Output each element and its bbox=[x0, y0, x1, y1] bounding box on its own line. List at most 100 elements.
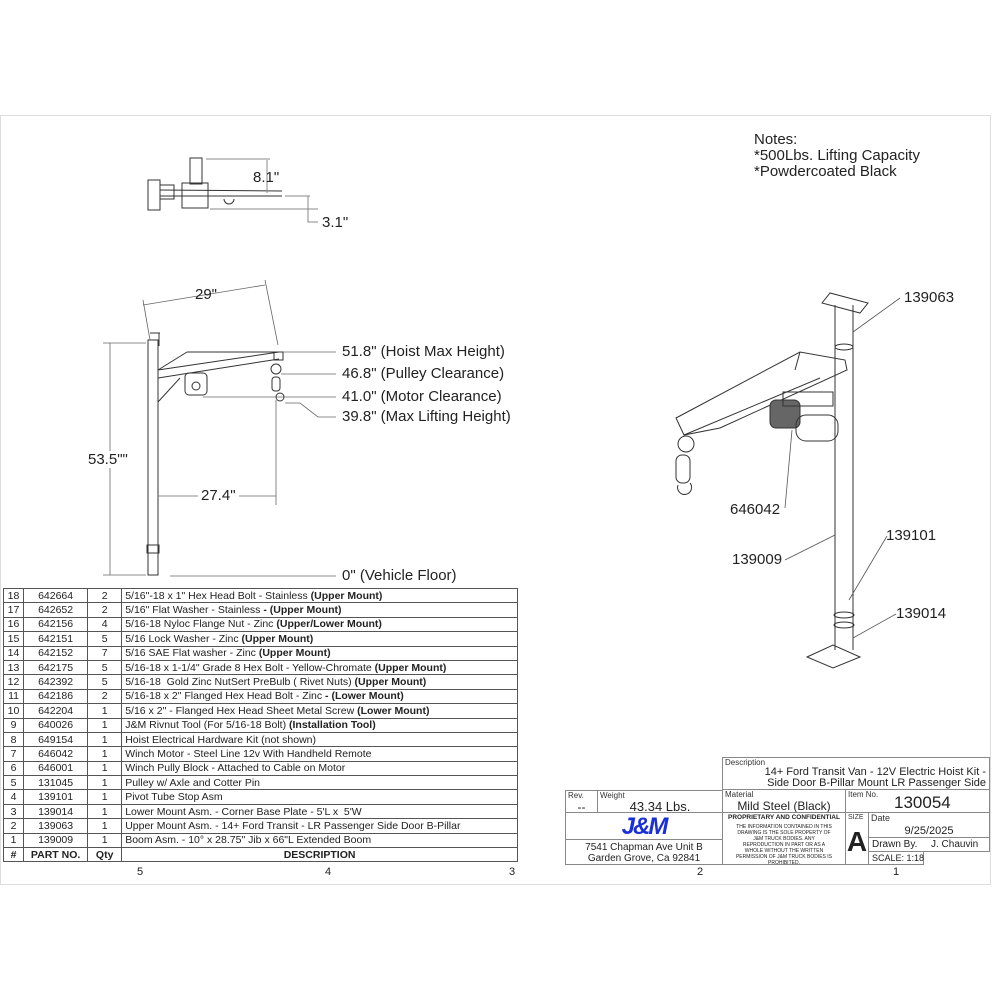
notes: Notes: *500Lbs. Lifting Capacity *Powder… bbox=[754, 132, 920, 180]
rev-label: Rev. bbox=[568, 791, 584, 800]
description: Winch Motor - Steel Line 12v With Handhe… bbox=[121, 746, 518, 762]
tb-proprietary: PROPRIETARY AND CONFIDENTIAL THE INFORMA… bbox=[722, 812, 846, 866]
description-text: J&M Rivnut Tool (For 5/16-18 Bolt) bbox=[125, 719, 289, 732]
description: Pivot Tube Stop Asm bbox=[121, 789, 518, 805]
tb-rev: Rev. -- bbox=[565, 790, 598, 813]
description-text: Winch Motor - Steel Line 12v With Handhe… bbox=[125, 747, 372, 760]
item-number: 10 bbox=[2, 703, 25, 719]
item-number: 12 bbox=[2, 674, 25, 690]
description: Winch Pully Block - Attached to Cable on… bbox=[121, 760, 518, 777]
item-number: 130054 bbox=[894, 793, 951, 812]
description: Pulley w/ Axle and Cotter Pin bbox=[121, 775, 518, 791]
part-number: 640026 bbox=[23, 717, 89, 733]
side-view bbox=[103, 279, 336, 577]
quantity: 5 bbox=[87, 631, 123, 647]
mount-note: - (Upper Mount) bbox=[263, 604, 342, 617]
callout-139101: 139101 bbox=[886, 527, 937, 544]
quantity: 1 bbox=[87, 789, 123, 805]
quantity: 1 bbox=[87, 818, 123, 834]
drawn-label: Drawn By. bbox=[872, 839, 918, 850]
description-text: 5/16 Lock Washer - Zinc bbox=[125, 632, 242, 645]
callout-139009: 139009 bbox=[732, 551, 783, 568]
mount-note: (Upper Mount) bbox=[241, 632, 314, 645]
zone-5: 5 bbox=[137, 866, 144, 878]
description-text: 5/16 SAE Flat washer - Zinc bbox=[125, 647, 259, 660]
item-number: 1 bbox=[2, 832, 25, 849]
part-number: 642156 bbox=[23, 616, 89, 633]
level-max-lift: 39.8" (Max Lifting Height) bbox=[342, 408, 511, 425]
description: Upper Mount Asm. - 14+ Ford Transit - LR… bbox=[121, 818, 518, 834]
proprietary-text: THE INFORMATION CONTAINED IN THIS DRAWIN… bbox=[735, 824, 833, 866]
callout-139063: 139063 bbox=[904, 289, 955, 306]
part-number: 642652 bbox=[23, 602, 89, 618]
item-number: 6 bbox=[2, 760, 25, 777]
dim-overall-height: 53.5"" bbox=[88, 451, 128, 468]
part-number: 642186 bbox=[23, 688, 89, 705]
tb-weight: Weight 43.34 Lbs. bbox=[597, 790, 723, 813]
description: 5/16"-18 x 1" Hex Head Bolt - Stainless … bbox=[121, 587, 518, 604]
part-number: 642392 bbox=[23, 674, 89, 690]
mount-note: (Upper Mount) bbox=[354, 676, 427, 689]
description-text: Winch Pully Block - Attached to Cable on… bbox=[125, 762, 346, 775]
item-number: 14 bbox=[2, 645, 25, 661]
note-finish: *Powdercoated Black bbox=[754, 163, 897, 180]
tb-logo: J&M bbox=[565, 812, 723, 840]
zone-1: 1 bbox=[893, 866, 900, 878]
part-number: 649154 bbox=[23, 731, 89, 748]
quantity: 1 bbox=[87, 746, 123, 762]
tb-scale: SCALE: 1:18 bbox=[868, 851, 924, 865]
quantity: 1 bbox=[87, 760, 123, 777]
description-text: Pulley w/ Axle and Cotter Pin bbox=[125, 776, 261, 789]
description: Hoist Electrical Hardware Kit (not shown… bbox=[121, 731, 518, 748]
quantity: 5 bbox=[87, 659, 123, 676]
description-text: Hoist Electrical Hardware Kit (not shown… bbox=[125, 733, 317, 746]
dim-top-offset: 3.1" bbox=[322, 214, 349, 231]
callout-139014: 139014 bbox=[896, 605, 947, 622]
quantity: 5 bbox=[87, 674, 123, 690]
date-label: Date bbox=[871, 813, 891, 823]
item-number: 3 bbox=[2, 803, 25, 820]
tb-description: Description 14+ Ford Transit Van - 12V E… bbox=[722, 757, 990, 790]
item-number: 4 bbox=[2, 789, 25, 805]
item-number: 15 bbox=[2, 631, 25, 647]
description: J&M Rivnut Tool (For 5/16-18 Bolt) (Inst… bbox=[121, 717, 518, 733]
mount-note: (Upper Mount) bbox=[310, 589, 383, 602]
dim-reach: 27.4" bbox=[198, 487, 239, 504]
zone-3: 3 bbox=[509, 866, 516, 878]
item-number: 13 bbox=[2, 659, 25, 676]
callout-646042: 646042 bbox=[730, 501, 781, 518]
material-label: Material bbox=[725, 790, 754, 799]
part-number: 642204 bbox=[23, 703, 89, 719]
quantity: 1 bbox=[87, 803, 123, 820]
description-text: 5/16"-18 x 1" Hex Head Bolt - Stainless bbox=[125, 589, 311, 602]
quantity: 7 bbox=[87, 645, 123, 661]
level-motor-clearance: 41.0" (Motor Clearance) bbox=[342, 388, 502, 405]
dim-jib-length: 29" bbox=[195, 286, 218, 303]
description: Lower Mount Asm. - Corner Base Plate - 5… bbox=[121, 803, 518, 820]
part-number: 139009 bbox=[23, 832, 89, 849]
material-value: Mild Steel (Black) bbox=[737, 799, 831, 813]
scale: SCALE: 1:18 bbox=[872, 853, 925, 863]
iso-view bbox=[675, 292, 901, 669]
tb-size: SIZE A bbox=[845, 812, 869, 865]
proprietary-title: PROPRIETARY AND CONFIDENTIAL bbox=[728, 814, 840, 821]
notes-title: Notes: bbox=[754, 131, 798, 148]
bom-header: # PART NO. Qty DESCRIPTION bbox=[2, 847, 518, 863]
description: 5/16-18 Gold Zinc NutSert PreBulb ( Rive… bbox=[121, 674, 518, 690]
zone-4: 4 bbox=[325, 866, 332, 878]
level-pulley-clearance: 46.8" (Pulley Clearance) bbox=[342, 365, 505, 382]
col-part-no: PART NO. bbox=[23, 847, 89, 863]
dim-top-width: 8.1" bbox=[253, 169, 280, 186]
item-number: 8 bbox=[2, 731, 25, 748]
